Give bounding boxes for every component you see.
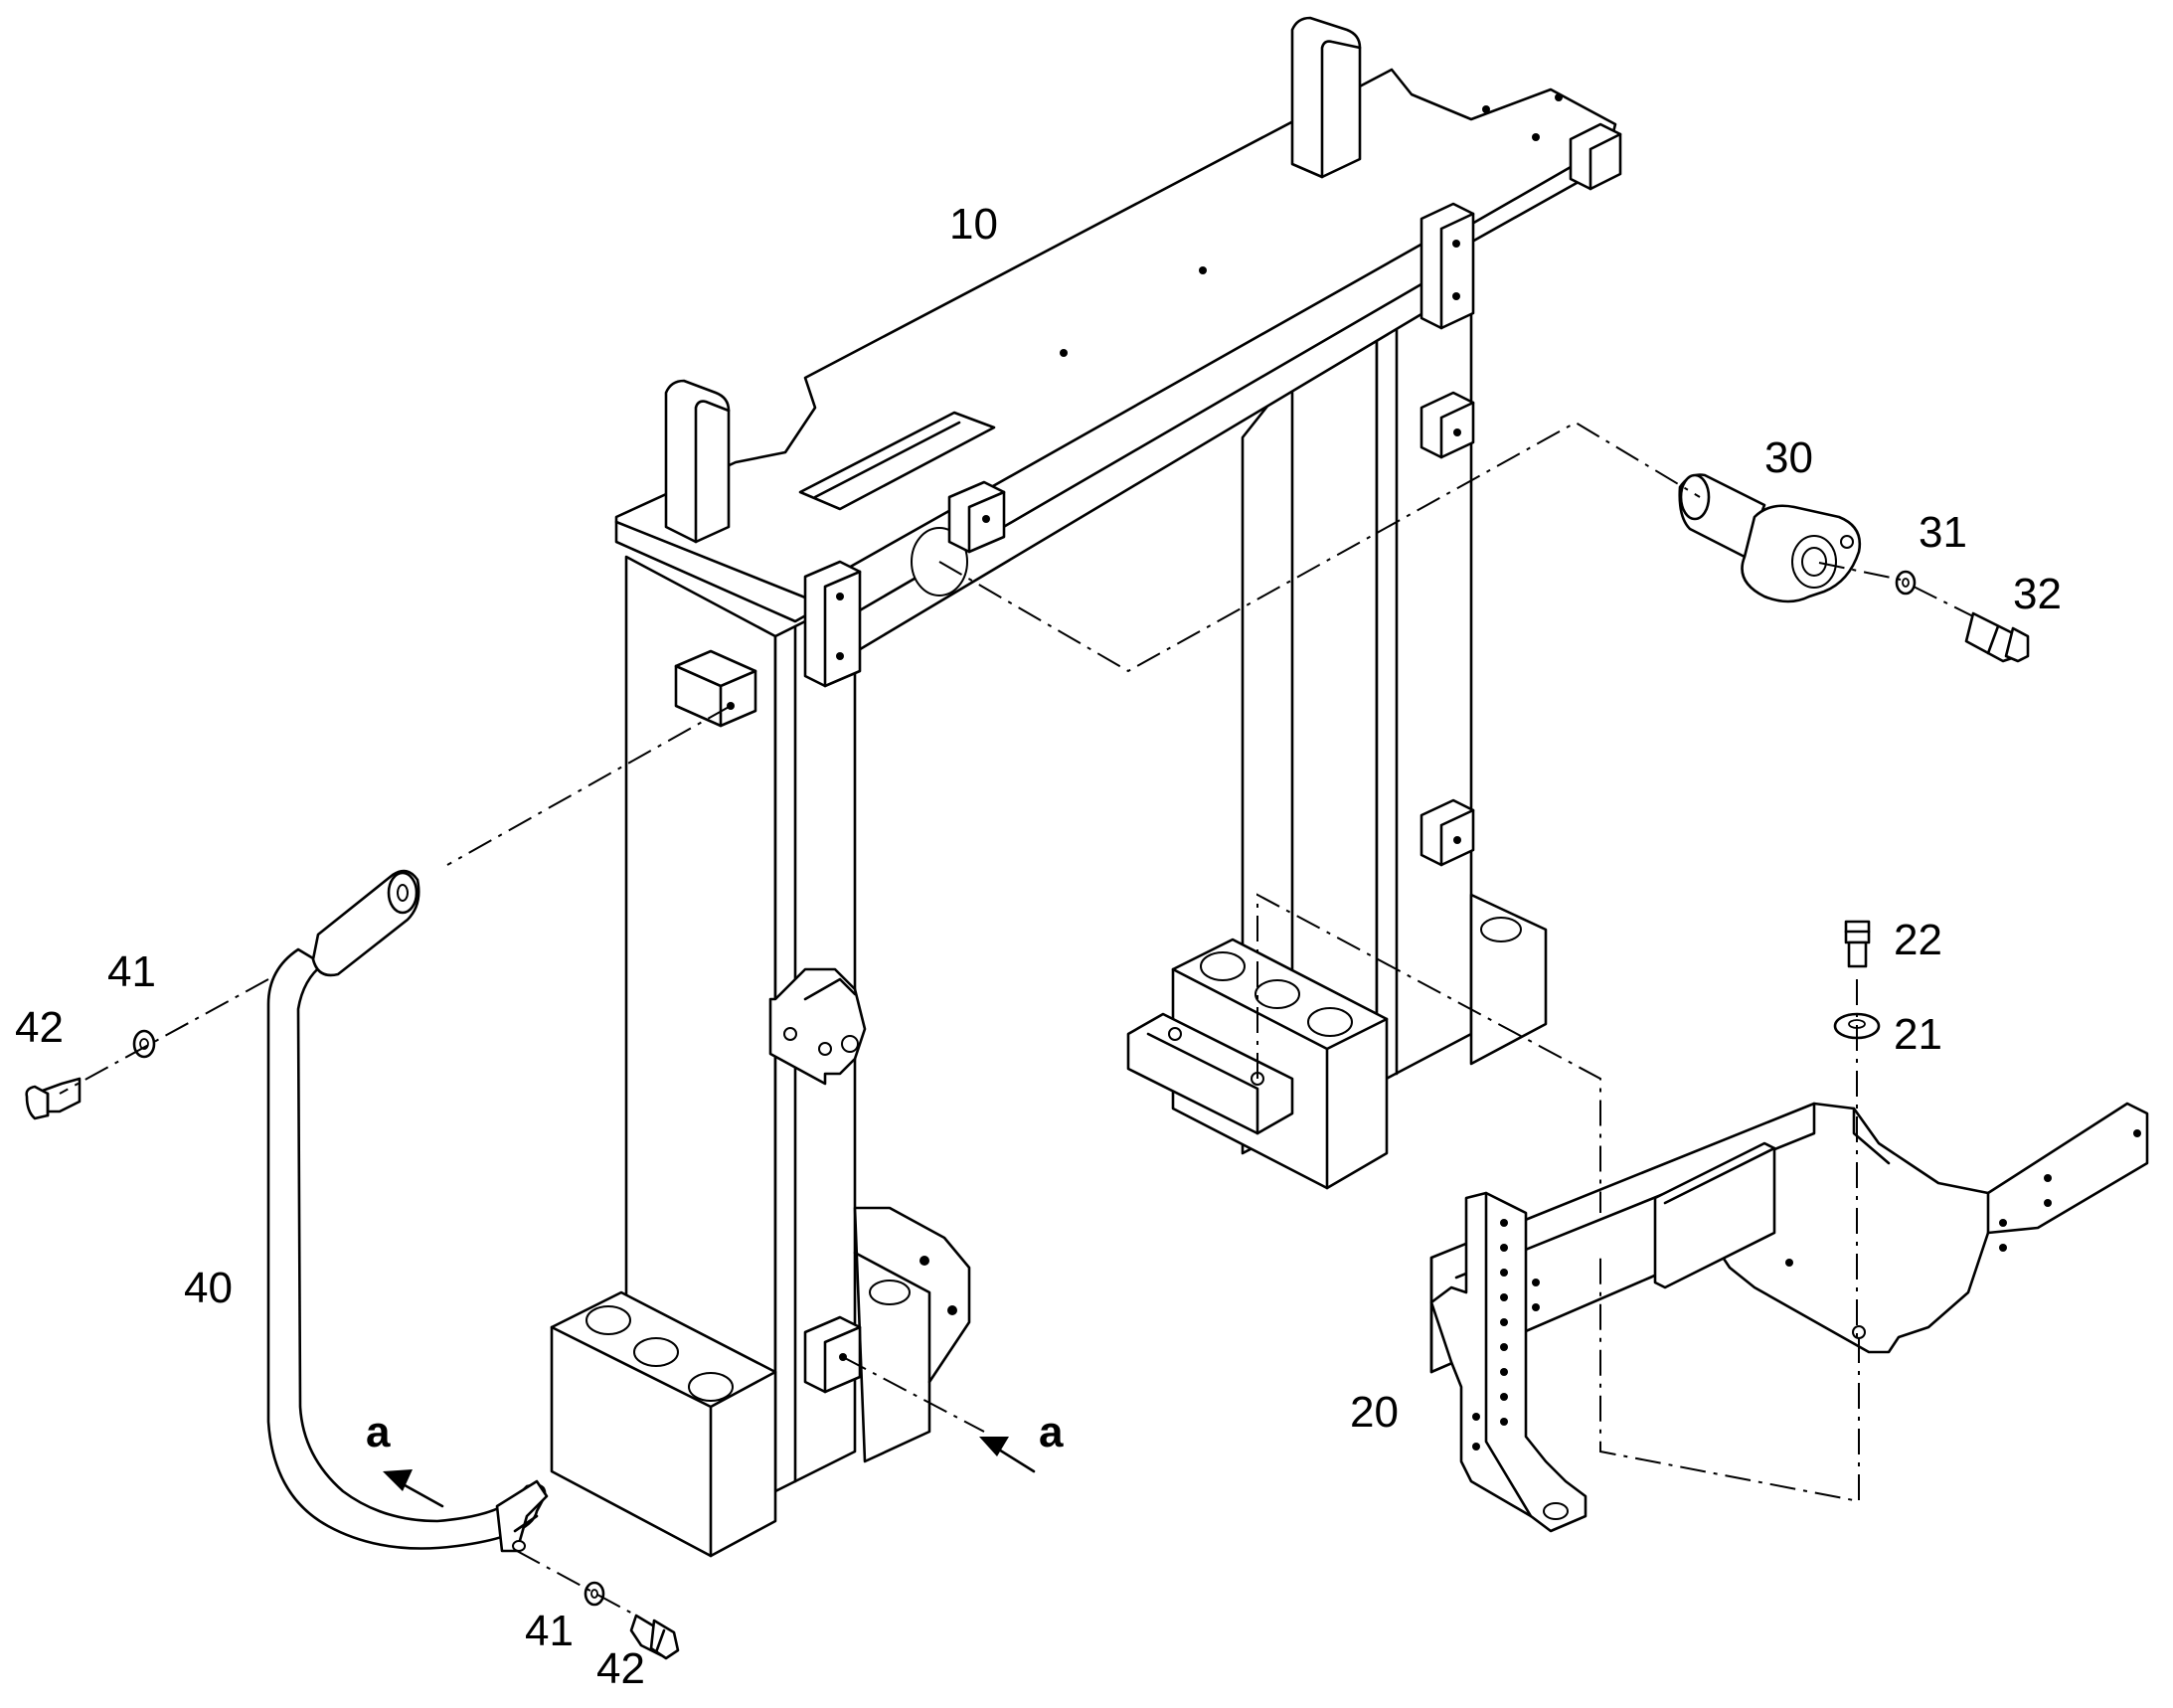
view-label-right: a bbox=[1039, 1408, 1064, 1456]
pin-part bbox=[1678, 473, 1862, 603]
label-handle: 40 bbox=[184, 1264, 233, 1312]
washer-handle-bottom bbox=[584, 1581, 605, 1607]
bolt-handle-bottom bbox=[629, 1614, 680, 1660]
view-arrow-right: a bbox=[979, 1408, 1064, 1473]
label-washer-handle-top: 41 bbox=[107, 947, 156, 996]
label-bolt-handle-bottom: 42 bbox=[596, 1644, 645, 1693]
view-label-left: a bbox=[366, 1408, 391, 1456]
washer-pin bbox=[1895, 570, 1917, 596]
frame-assembly bbox=[550, 16, 1622, 1558]
label-washer-handle-bottom: 41 bbox=[525, 1607, 574, 1655]
label-washer-bracket: 21 bbox=[1894, 1010, 1942, 1059]
label-bracket: 20 bbox=[1350, 1388, 1399, 1437]
bolt-handle-top bbox=[25, 1077, 82, 1120]
bolt-pin bbox=[1964, 611, 2030, 663]
label-bolt-bracket: 22 bbox=[1894, 916, 1942, 964]
bracket-part bbox=[1429, 1102, 2149, 1533]
label-bolt-handle-top: 42 bbox=[15, 1003, 64, 1052]
assembly-lines bbox=[59, 421, 1974, 1617]
washer-handle-top bbox=[132, 1029, 156, 1059]
label-bolt-pin: 32 bbox=[2013, 570, 2062, 618]
label-washer-pin: 31 bbox=[1919, 508, 1967, 557]
label-frame: 10 bbox=[949, 200, 998, 249]
label-pin: 30 bbox=[1764, 433, 1813, 482]
bolt-bracket bbox=[1844, 920, 1871, 968]
view-arrow-left: a bbox=[366, 1408, 444, 1508]
handle-part bbox=[266, 869, 549, 1553]
